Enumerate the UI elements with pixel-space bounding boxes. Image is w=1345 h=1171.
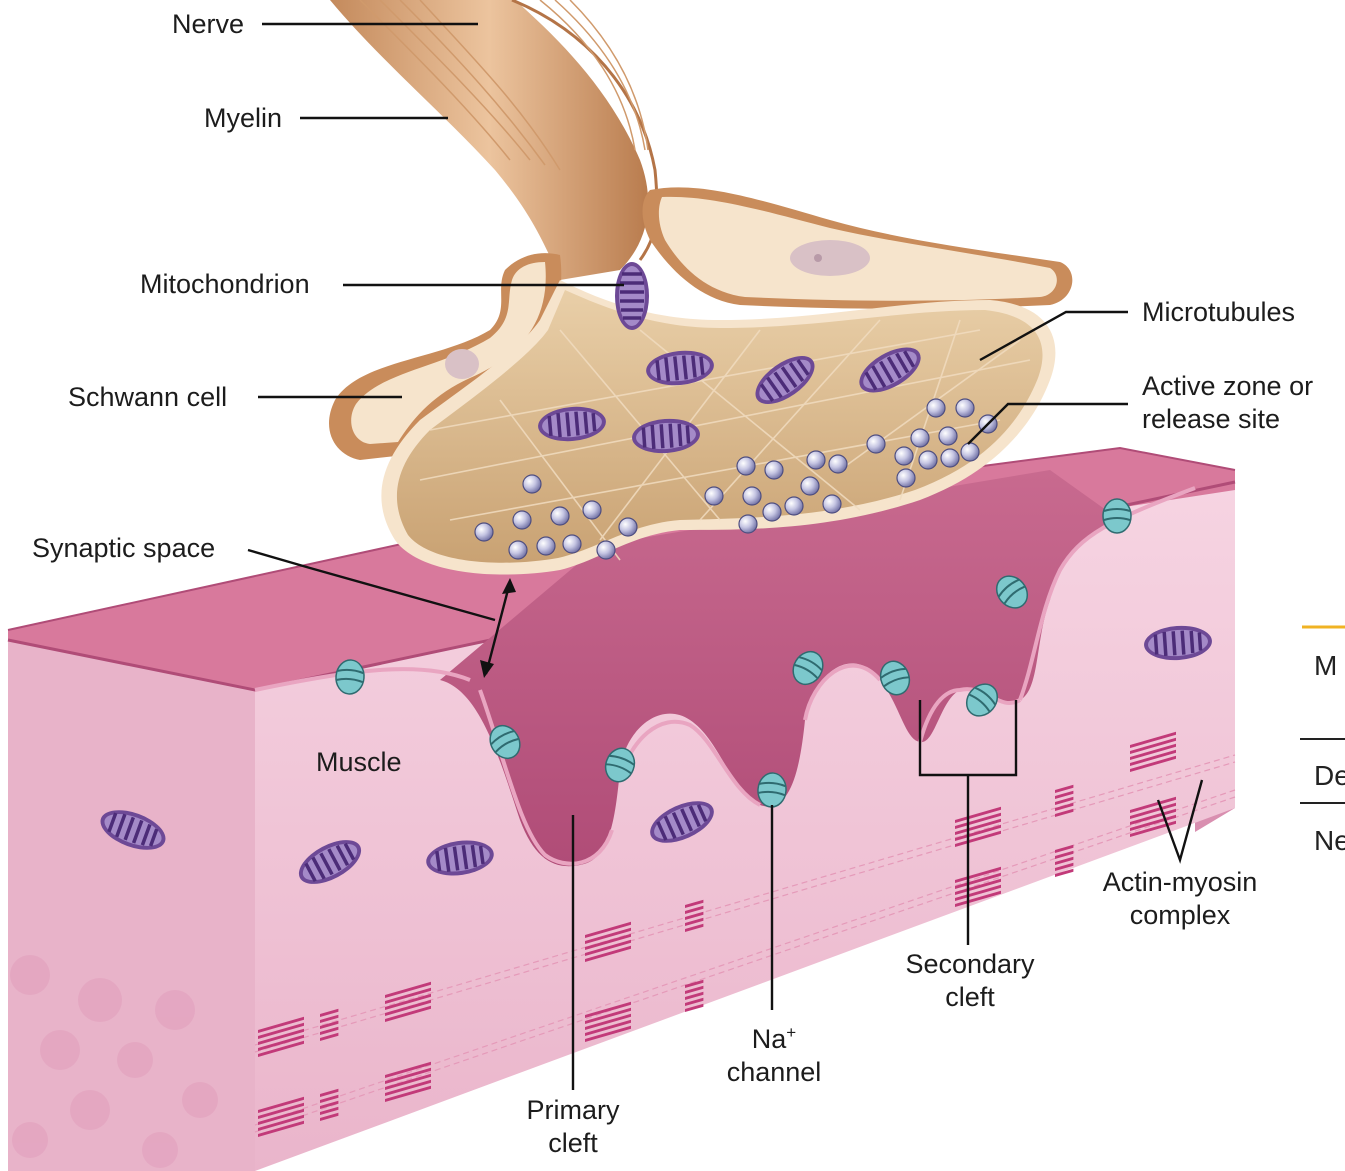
side-panel-row-1: M — [1314, 650, 1337, 682]
label-na-channel-line1: Na+ — [712, 1016, 836, 1056]
label-nerve: Nerve — [172, 8, 244, 41]
label-na-superscript: + — [786, 1023, 796, 1042]
label-muscle: Muscle — [316, 746, 402, 779]
label-primary-cleft-line2: cleft — [508, 1127, 638, 1160]
label-active-zone: Active zone or release site — [1142, 370, 1313, 436]
label-microtubules: Microtubules — [1142, 296, 1295, 329]
clipped-side-panel: M De Ne — [1300, 620, 1345, 870]
label-schwann-cell: Schwann cell — [68, 381, 227, 414]
label-actin-myosin-line2: complex — [1088, 899, 1272, 932]
label-myelin: Myelin — [204, 102, 282, 135]
label-primary-cleft: Primary cleft — [508, 1094, 638, 1160]
label-na-channel: Na+ channel — [712, 1016, 836, 1089]
label-actin-myosin-line1: Actin-myosin — [1088, 866, 1272, 899]
label-secondary-cleft-line1: Secondary — [890, 948, 1050, 981]
nerve-axon — [330, 0, 648, 280]
label-na-text: Na — [752, 1024, 787, 1054]
label-actin-myosin: Actin-myosin complex — [1088, 866, 1272, 932]
label-primary-cleft-line1: Primary — [508, 1094, 638, 1127]
label-secondary-cleft: Secondary cleft — [890, 948, 1050, 1014]
label-active-zone-line2: release site — [1142, 403, 1313, 436]
label-mitochondrion: Mitochondrion — [140, 268, 310, 301]
side-panel-row-3: Ne — [1314, 825, 1345, 857]
side-panel-row-2: De — [1314, 760, 1345, 792]
side-panel-rule-1 — [1300, 738, 1345, 740]
label-secondary-cleft-line2: cleft — [890, 981, 1050, 1014]
label-active-zone-line1: Active zone or — [1142, 370, 1313, 403]
label-na-channel-line2: channel — [712, 1056, 836, 1089]
muscle-left-face — [8, 640, 255, 1171]
side-panel-rule-2 — [1300, 802, 1345, 804]
label-synaptic-space: Synaptic space — [32, 532, 215, 565]
